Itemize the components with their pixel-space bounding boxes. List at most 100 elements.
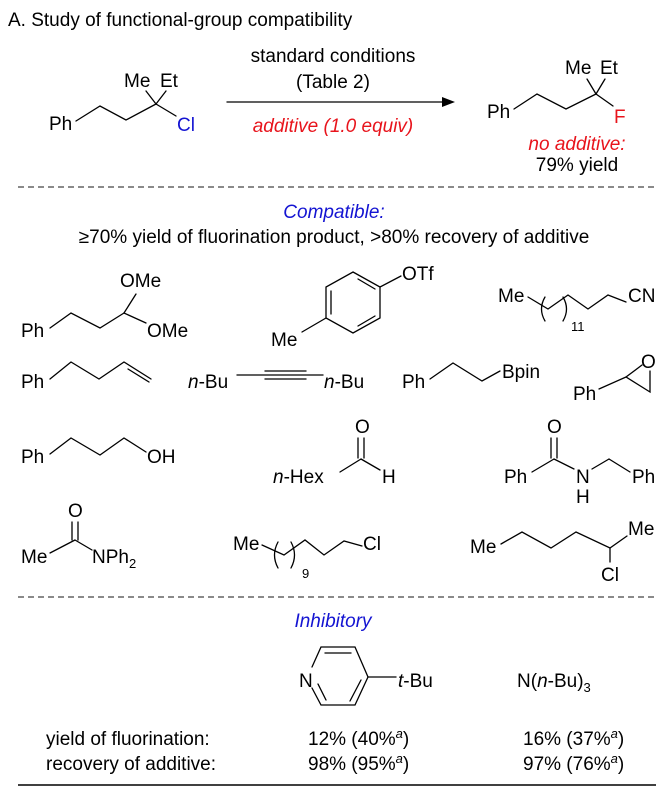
benzene-ring bbox=[325, 271, 381, 334]
pyridine-ring bbox=[311, 646, 369, 706]
chain-bonds bbox=[261, 539, 363, 556]
compatible-heading: Compatible: bbox=[283, 202, 384, 223]
additive-label: additive (1.0 equiv) bbox=[253, 116, 414, 137]
phenyl-label: Ph bbox=[21, 372, 44, 393]
bond bbox=[49, 539, 76, 554]
methyl-label: Me bbox=[470, 537, 496, 558]
bond bbox=[301, 317, 327, 333]
alcohol-additive: Ph OH bbox=[21, 437, 176, 468]
phenyl-label: Ph bbox=[573, 384, 596, 405]
butyl-label: n-Bu bbox=[324, 372, 364, 393]
triflate-label: OTf bbox=[402, 264, 434, 285]
butyl-label: n-Bu bbox=[188, 372, 228, 393]
methyl-label: Me bbox=[565, 58, 591, 79]
bond bbox=[595, 78, 606, 95]
methyl-label: Me bbox=[628, 519, 654, 540]
secondary-chloride-additive: Me Me Cl bbox=[470, 519, 654, 586]
chain-bonds bbox=[527, 294, 627, 310]
bond bbox=[339, 458, 362, 473]
chain-bonds bbox=[49, 437, 147, 456]
chain-bonds bbox=[429, 362, 501, 382]
compatible-criteria: ≥70% yield of fluorination product, >80%… bbox=[79, 227, 590, 248]
pyridine-recovery: 98% (95%a) bbox=[308, 751, 409, 775]
diphenylamino-label: NPh2 bbox=[92, 547, 136, 571]
row-label: yield of fluorination: bbox=[46, 729, 210, 750]
bond bbox=[591, 458, 610, 470]
bond bbox=[357, 278, 376, 290]
bracket bbox=[562, 296, 568, 322]
benzamide-additive: Ph O N H Ph bbox=[504, 417, 655, 508]
chlorine-label: Cl bbox=[363, 534, 381, 555]
bond bbox=[608, 458, 631, 473]
phenyl-label: Ph bbox=[21, 447, 44, 468]
primary-chloride-additive: Me 9 Cl bbox=[233, 534, 381, 581]
bond bbox=[145, 90, 157, 105]
epoxide-ring bbox=[598, 370, 651, 394]
aryl-triflate-additive: OTf Me bbox=[271, 264, 434, 351]
bond bbox=[123, 293, 137, 314]
bond bbox=[595, 93, 614, 107]
alkyl-chain-bonds bbox=[75, 103, 157, 122]
acetal-additive: Ph OMe OMe bbox=[21, 271, 188, 342]
row-label: recovery of additive: bbox=[46, 754, 216, 775]
bond bbox=[155, 103, 177, 117]
inhibitory-heading: Inhibitory bbox=[294, 611, 373, 632]
acetamide-additive: O Me NPh2 bbox=[21, 501, 136, 571]
repeat-count: 9 bbox=[302, 566, 309, 581]
hydrogen-label: H bbox=[382, 467, 396, 488]
phenyl-label: Ph bbox=[487, 102, 510, 123]
double-bond bbox=[127, 368, 150, 383]
bond bbox=[625, 364, 643, 378]
no-additive-label: no additive: bbox=[528, 134, 625, 155]
methyl-label: Me bbox=[124, 71, 150, 92]
methoxy-label: OMe bbox=[147, 321, 188, 342]
methyl-label: Me bbox=[271, 330, 297, 351]
no-additive-yield: 79% yield bbox=[536, 155, 618, 176]
scheme-title: A. Study of functional-group compatibili… bbox=[8, 10, 353, 31]
phenyl-label: Ph bbox=[49, 114, 72, 135]
pyridine-yield: 12% (40%a) bbox=[308, 726, 409, 750]
aldehyde-additive: n-Hex O H bbox=[273, 417, 396, 488]
phenyl-label: Ph bbox=[21, 321, 44, 342]
conditions-reference: (Table 2) bbox=[296, 72, 370, 93]
arrow-head-icon bbox=[442, 97, 455, 107]
methoxy-label: OMe bbox=[120, 271, 161, 292]
methyl-label: Me bbox=[233, 534, 259, 555]
bracket bbox=[273, 541, 279, 569]
fluorine-label: F bbox=[614, 107, 626, 128]
bond bbox=[357, 315, 376, 327]
chain-bonds bbox=[49, 312, 125, 329]
oxygen-label: O bbox=[641, 352, 656, 373]
amine-yield: 16% (37%a) bbox=[523, 726, 624, 750]
chlorine-label: Cl bbox=[601, 565, 619, 586]
bond bbox=[360, 458, 381, 471]
bpin-label: Bpin bbox=[502, 362, 540, 383]
repeat-count: 11 bbox=[571, 319, 585, 334]
bond bbox=[349, 679, 362, 702]
alkyl-chain-bonds bbox=[513, 93, 597, 110]
methyl-label: Me bbox=[498, 286, 524, 307]
hydrogen-label: H bbox=[576, 487, 590, 508]
oxygen-label: O bbox=[68, 501, 83, 522]
product-alkyl-fluoride: Ph Me Et F bbox=[487, 58, 626, 128]
phenyl-label: Ph bbox=[504, 467, 527, 488]
bracket bbox=[540, 296, 546, 322]
tert-butyl-label: t-Bu bbox=[398, 671, 433, 692]
nitrile-additive: Me 11 CN bbox=[498, 286, 655, 334]
chain-bonds bbox=[49, 361, 152, 380]
hexyl-label: n-Hex bbox=[273, 467, 324, 488]
bracket bbox=[290, 541, 296, 569]
nitrogen-label: N bbox=[576, 467, 590, 488]
bond bbox=[531, 458, 555, 473]
chain-bonds bbox=[500, 531, 628, 549]
bond bbox=[123, 312, 147, 324]
hydroxyl-label: OH bbox=[147, 447, 176, 468]
boronate-additive: Ph Bpin bbox=[402, 362, 540, 393]
bond bbox=[553, 458, 575, 470]
bond bbox=[379, 275, 402, 288]
ethyl-label: Et bbox=[160, 71, 179, 92]
alkyne-additive: n-Bu n-Bu bbox=[188, 370, 364, 393]
ethyl-label: Et bbox=[600, 58, 619, 79]
nitrogen-label: N bbox=[299, 671, 313, 692]
